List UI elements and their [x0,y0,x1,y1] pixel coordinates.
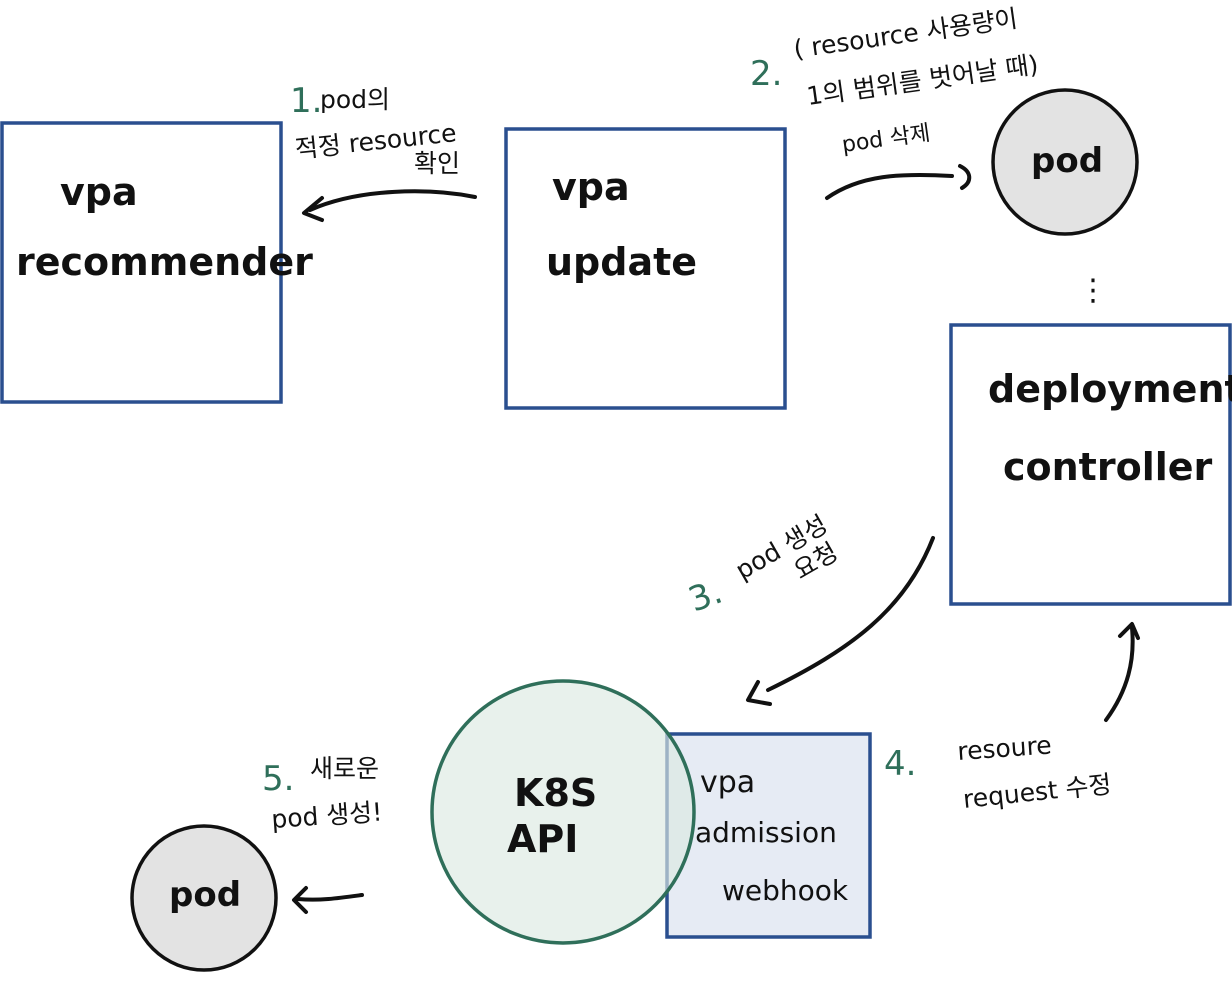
deployment-controller-label-line2: controller [1003,445,1213,489]
k8s-api-circle [430,679,696,945]
step5-annotation: 5. 새로운 pod 생성! [262,754,383,834]
arrow-step2 [825,164,972,200]
step2-number: 2. [750,54,782,94]
vpa-admission-webhook-box [665,732,872,939]
step3-annotation: 3. pod 생성 요청 [683,510,842,621]
vpa-admission-webhook-node [665,732,872,939]
vpa-update-box [504,127,787,410]
webhook-label-line2: admission [695,816,837,849]
arrow-step2-shaft [825,172,954,200]
step2-line1: ( resource 사용량이 [792,4,1020,64]
arrow-step3 [746,536,935,706]
deployment-controller-node: deployment controller [949,323,1232,606]
step5-number: 5. [262,759,294,799]
pod-top-label: pod [1031,141,1103,181]
vpa-update-node: vpa update [504,127,787,410]
arrow-step3-shaft [766,536,935,692]
step1-line3: 확인 [414,149,460,178]
arrow-step5 [292,886,364,914]
deployment-controller-label-line1: deployment [988,367,1232,411]
step5-line2: pod 생성! [270,797,383,834]
step2-line2: 1의 범위를 벗어날 때) [805,50,1040,111]
webhook-label-line1: vpa [700,765,755,800]
step5-line1: 새로운 [310,754,379,783]
pod-bottom-label: pod [169,875,241,915]
webhook-label-line3: webhook [722,874,849,907]
arrow-step4-head [1118,622,1140,640]
vpa-recommender-box [0,121,283,404]
arrow-step1 [302,189,477,222]
step1-line1: pod의 [320,85,390,114]
k8s-api-node: K8S API [430,679,696,945]
pod-bottom-node: pod [130,824,278,972]
arrow-step4-shaft [1104,626,1135,722]
pod-bottom-circle [130,824,278,972]
vpa-recommender-label-line2: recommender [16,240,313,284]
step4-line1: resoure [956,730,1052,766]
arrow-step5-shaft [296,893,364,902]
step4-line2: request 수정 [962,770,1113,814]
arrow-step1-shaft [308,189,477,212]
step1-annotation: 1. pod의 적정 resource 확인 [290,81,460,178]
arrow-step4 [1104,622,1140,722]
vpa-recommender-label-line1: vpa [60,170,138,214]
vpa-update-label-line2: update [546,240,697,284]
deployment-controller-box [949,323,1232,606]
k8s-api-label-line1: K8S [514,771,597,815]
k8s-api-label-line2: API [507,817,578,861]
arrow-step5-head [292,886,308,914]
arrow-step3-head [746,680,772,706]
ellipsis-dots: ⋮ [1078,273,1108,308]
vpa-update-label-line1: vpa [552,165,630,209]
arrow-step1-head [302,196,324,222]
arrow-step2-head [958,164,972,190]
step4-annotation: 4. resoure request 수정 [884,730,1113,813]
step2-line3: pod 삭제 [840,121,931,158]
pod-top-node: pod [991,88,1139,236]
vpa-recommender-node: vpa recommender [0,121,313,404]
pod-top-circle [991,88,1139,236]
step4-number: 4. [884,744,916,784]
step1-number: 1. [290,81,322,121]
step3-number: 3. [683,572,727,621]
